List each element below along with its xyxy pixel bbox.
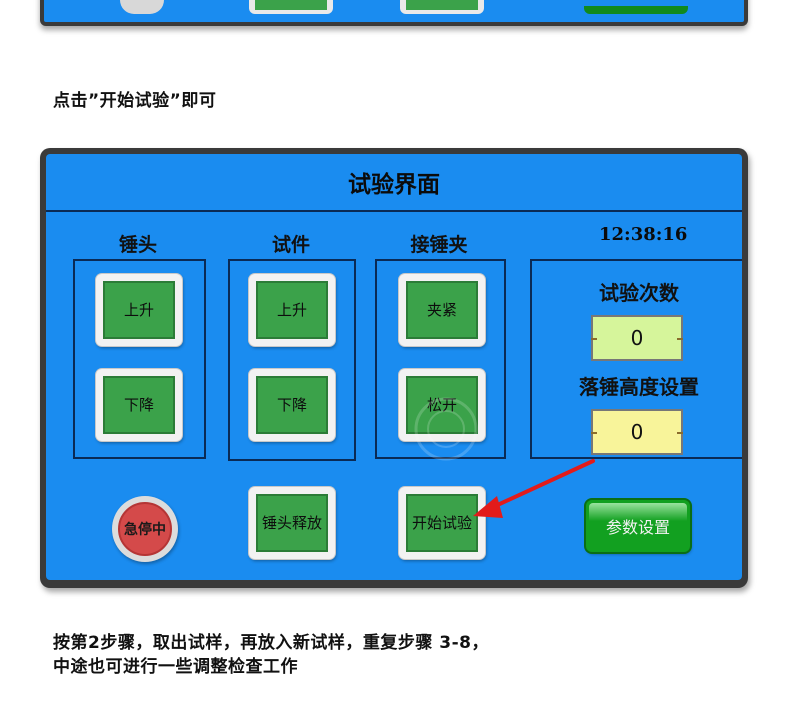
test-info-panel: 试验次数 0 落锤高度设置 0 (530, 259, 742, 459)
group-label-hammer: 锤头 (118, 234, 157, 256)
parameter-settings-label: 参数设置 (605, 518, 670, 537)
start-test-line2: 试验 (442, 513, 473, 532)
specimen-up-label: 上升 (256, 281, 328, 339)
clock-display: 12:38:16 (599, 224, 688, 245)
group-label-hammer-clamp: 接锤夹 (410, 234, 468, 256)
start-test-button[interactable]: 开始 试验 (399, 487, 485, 559)
step-caption: 点击”开始试验”即可 (53, 91, 217, 111)
test-count-value: 0 (630, 326, 644, 350)
drop-height-label: 落锤高度设置 (579, 375, 699, 399)
specimen-up-button[interactable]: 上升 (249, 274, 335, 346)
hammer-down-label: 下降 (103, 376, 175, 434)
hammer-release-line1: 锤头 (261, 513, 292, 532)
clamp-release-label: 松开 (406, 376, 478, 434)
specimen-down-button[interactable]: 下降 (249, 369, 335, 441)
emergency-stop-label: 急停中 (118, 502, 172, 556)
hammer-up-label: 上升 (103, 281, 175, 339)
specimen-group (228, 259, 356, 461)
hammer-clamp-group (375, 259, 506, 459)
hammer-group (73, 259, 206, 459)
field-marker (677, 338, 683, 340)
param-button-edge (584, 6, 688, 14)
start-test-label: 开始 试验 (406, 494, 478, 552)
hammer-down-button[interactable]: 下降 (96, 369, 182, 441)
field-marker (591, 432, 597, 434)
button-edge (400, 0, 484, 14)
clamp-tighten-button[interactable]: 夹紧 (399, 274, 485, 346)
hmi-screen-content: 试验界面 12:38:16 锤头 试件 接锤夹 上升 下降 上升 下降 夹紧 松… (46, 154, 742, 580)
clamp-release-button[interactable]: 松开 (399, 369, 485, 441)
clamp-tighten-label: 夹紧 (406, 281, 478, 339)
field-marker (591, 338, 597, 340)
test-count-field[interactable]: 0 (591, 315, 683, 361)
parameter-settings-button[interactable]: 参数设置 (586, 500, 690, 552)
previous-screen-edge (40, 0, 748, 26)
hammer-up-button[interactable]: 上升 (96, 274, 182, 346)
watermark-logo (414, 397, 478, 461)
field-marker (677, 432, 683, 434)
drop-height-value: 0 (630, 420, 644, 444)
footer-caption-line1: 按第2步骤，取出试样，再放入新试样，重复步骤 3-8， (53, 633, 489, 653)
test-count-label: 试验次数 (599, 281, 679, 305)
hammer-release-button[interactable]: 锤头 释放 (249, 487, 335, 559)
stop-button-edge (120, 0, 164, 14)
hammer-release-label: 锤头 释放 (256, 494, 328, 552)
start-test-line1: 开始 (411, 513, 442, 532)
screen-title: 试验界面 (46, 154, 742, 212)
button-edge (249, 0, 333, 14)
specimen-down-label: 下降 (256, 376, 328, 434)
drop-height-field[interactable]: 0 (591, 409, 683, 455)
footer-caption-line2: 中途也可进行一些调整检查工作 (53, 657, 298, 677)
emergency-stop-button[interactable]: 急停中 (112, 496, 178, 562)
hammer-release-line2: 释放 (292, 513, 323, 532)
hmi-screen: 试验界面 12:38:16 锤头 试件 接锤夹 上升 下降 上升 下降 夹紧 松… (40, 148, 748, 588)
group-label-specimen: 试件 (271, 234, 310, 256)
